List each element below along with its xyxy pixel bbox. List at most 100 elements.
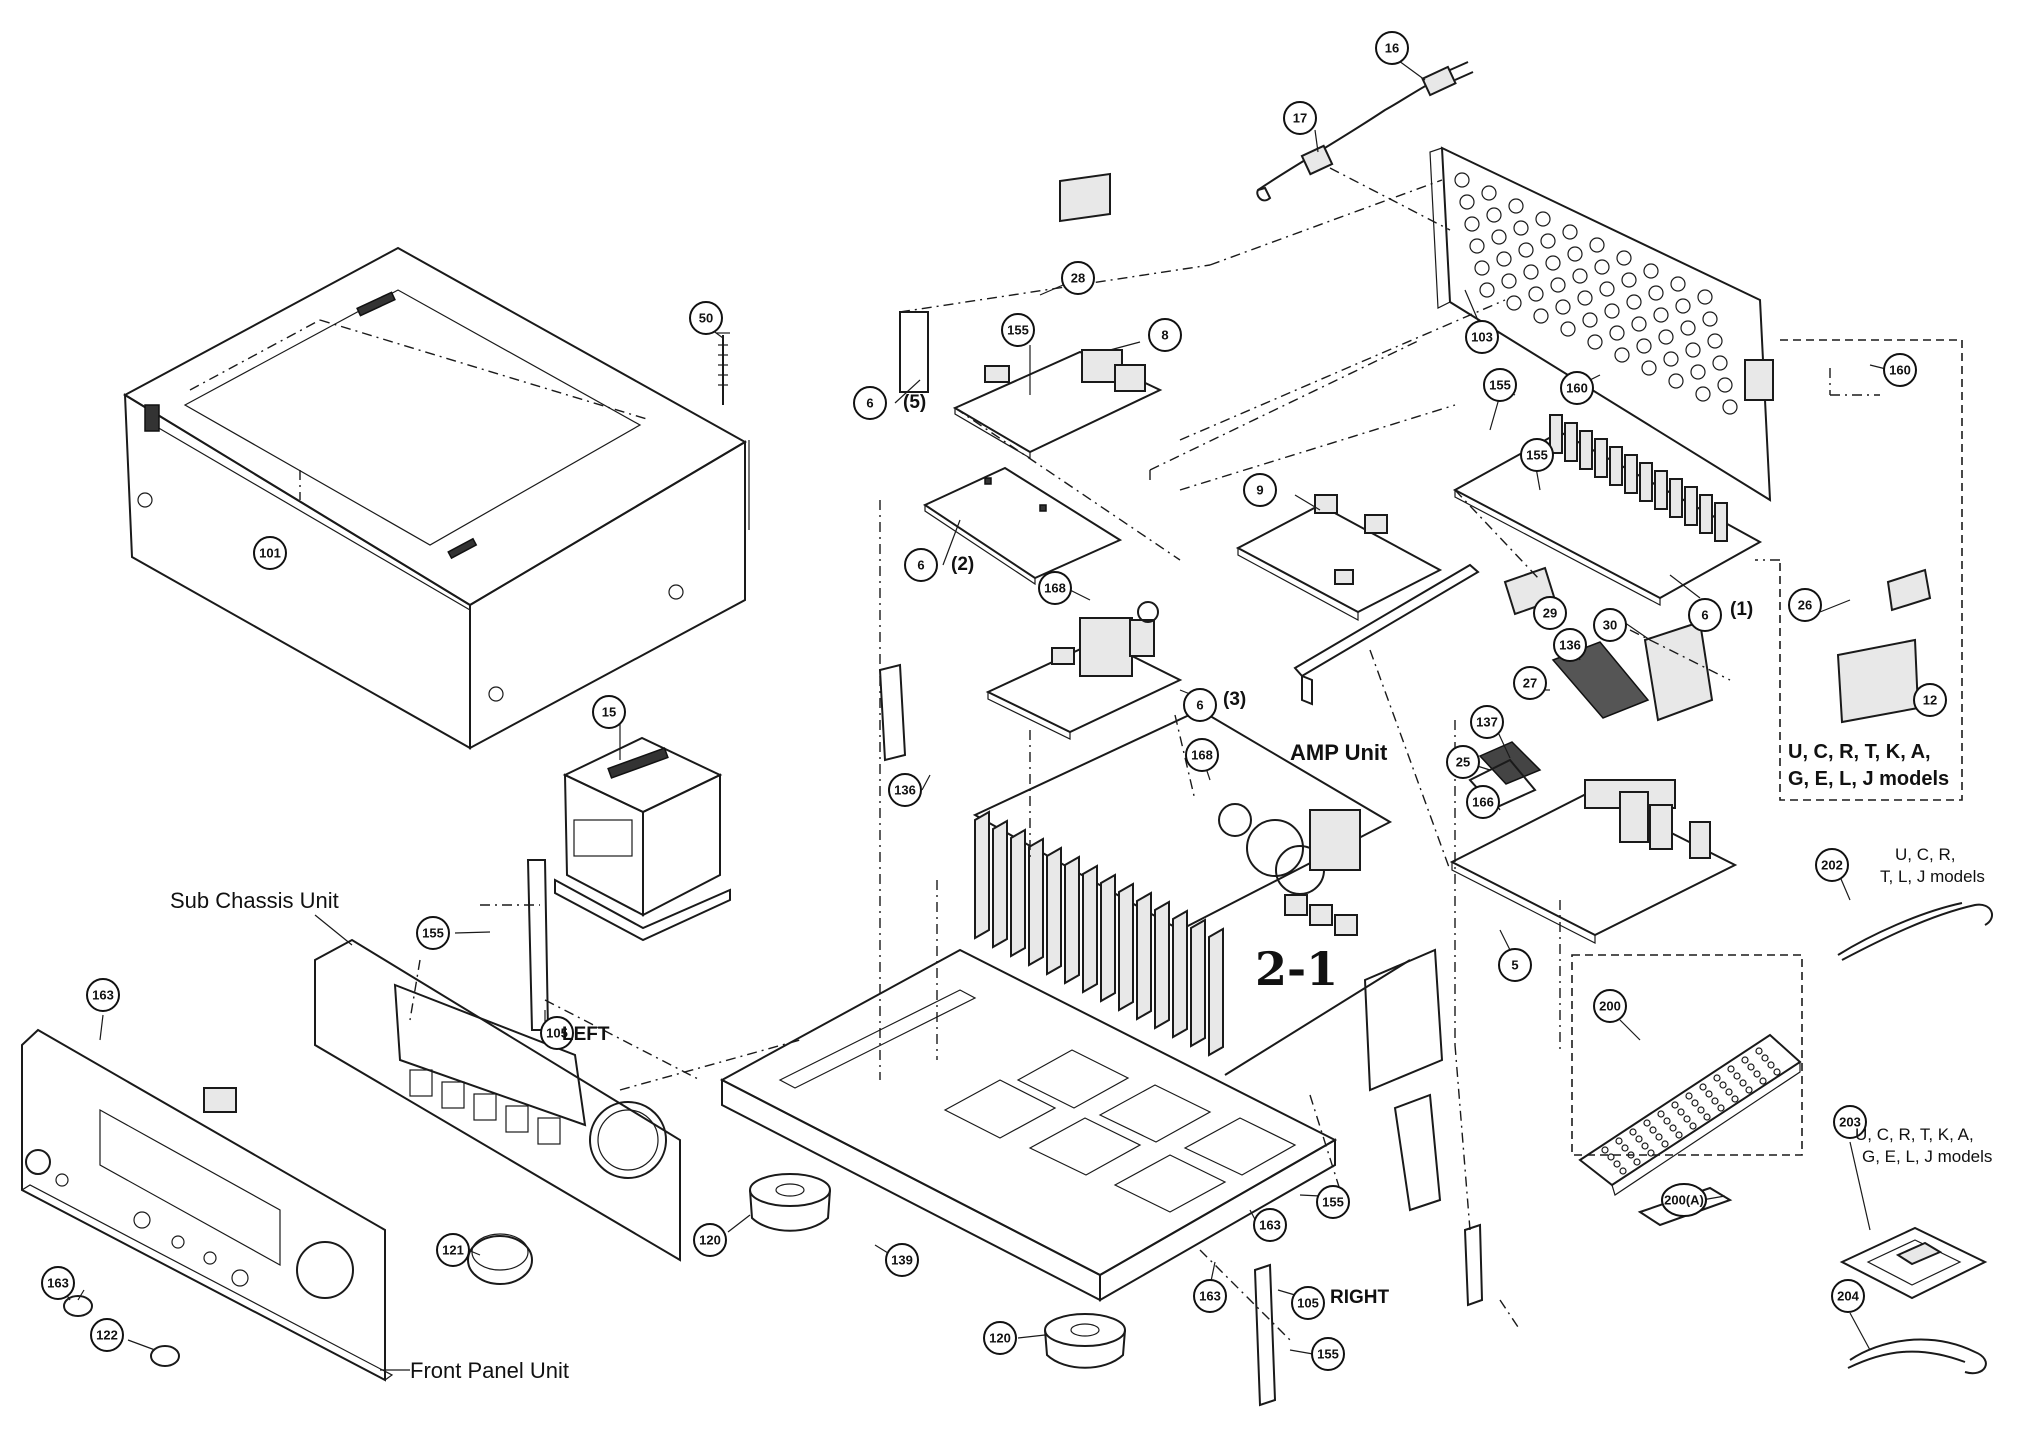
rear-panel [1429,146,1774,502]
transformer-15 [554,736,731,942]
part-203-note-line2: G, E, L, J models [1862,1147,1992,1166]
left-label: LEFT [562,1024,610,1045]
callout-number: 155 [1007,323,1029,338]
callout-number: 168 [1191,748,1213,763]
callout-number: 26 [1798,598,1812,613]
callout-120a: 120 [693,1223,727,1257]
cable-204 [1847,1338,1987,1375]
callout-155e: 155 [1316,1185,1350,1219]
labels: AMP Unit Sub Chassis Unit Front Panel Un… [170,392,1992,1383]
part-6-1-suffix: (1) [1730,599,1753,620]
callout-155c: 155 [1520,438,1554,472]
callout-121: 121 [436,1233,470,1267]
callout-number: 204 [1837,1289,1859,1304]
callout-number: 155 [1317,1347,1339,1362]
callout-number: 29 [1543,606,1557,621]
callout-25: 25 [1446,745,1480,779]
callout-number: 136 [894,783,916,798]
callout-29: 29 [1533,596,1567,630]
board-6-2 [922,466,1123,586]
misc-brackets [878,663,1484,1307]
foot-120-b [1044,1313,1126,1369]
callout-163d: 163 [41,1266,75,1300]
callout-155b: 155 [1483,368,1517,402]
sub-chassis-unit-label: Sub Chassis Unit [170,888,339,913]
callout-155d: 155 [416,916,450,950]
callout-120b: 120 [983,1321,1017,1355]
callout-number: 28 [1071,271,1085,286]
callout-166: 166 [1466,785,1500,819]
callout-6-2: 6 [904,548,938,582]
callout-number: 105 [546,1026,568,1041]
callout-number: 12 [1923,693,1937,708]
callout-105l: 105 [540,1016,574,1050]
callout-number: 103 [1471,330,1493,345]
screw-50 [716,332,730,405]
callout-15: 15 [592,695,626,729]
callout-122: 122 [90,1318,124,1352]
callout-number: 163 [47,1276,69,1291]
callout-160a: 160 [1560,371,1594,405]
callout-5: 5 [1498,948,1532,982]
part-202-note-line2: T, L, J models [1880,867,1985,886]
antenna-203 [1839,1226,1988,1300]
callout-number: 121 [442,1243,464,1258]
board-5 [1449,779,1738,944]
callout-number: 202 [1821,858,1843,873]
callout-30: 30 [1593,608,1627,642]
box-12-note-line2: G, E, L, J models [1788,768,1949,790]
callout-6-5: 6 [853,386,887,420]
knob-121 [467,1233,533,1285]
part-6-2-suffix: (2) [951,554,974,575]
board-6-3 [985,601,1183,740]
callout-155f: 155 [1311,1337,1345,1371]
callout-160b: 160 [1883,353,1917,387]
callout-number: 137 [1476,715,1498,730]
callout-155a: 155 [1001,313,1035,347]
callout-number: 155 [422,926,444,941]
callout-number: 160 [1889,363,1911,378]
callout-number: 25 [1456,755,1470,770]
callout-17: 17 [1283,101,1317,135]
part-203-note-line1: U, C, R, T, K, A, [1855,1125,1974,1144]
callout-number: 5 [1511,958,1518,973]
main-chassis [719,948,1338,1302]
knob-122 [63,1295,180,1367]
power-cord [1256,61,1474,231]
callout-number: 136 [1559,638,1581,653]
callout-163b: 163 [1253,1208,1287,1242]
callout-8: 8 [1148,318,1182,352]
sub-chassis [314,938,681,1262]
board-6-1 [1452,414,1763,606]
callout-28: 28 [1061,261,1095,295]
callout-number: 155 [1526,448,1548,463]
callout-12: 12 [1913,683,1947,717]
callout-203: 203 [1833,1105,1867,1139]
callout-number: 160 [1566,381,1588,396]
callout-number: 200 [1599,999,1621,1014]
callout-200a: 200(A) [1661,1183,1707,1217]
callout-50: 50 [689,301,723,335]
part-202-note-line1: U, C, R, [1895,845,1955,864]
callout-163c: 163 [1193,1279,1227,1313]
callout-number: 27 [1523,676,1537,691]
bracket-105-left [526,859,550,1031]
callout-27: 27 [1513,666,1547,700]
board-6-5 [899,172,1163,460]
part-6-3-suffix: (3) [1223,689,1246,710]
callout-136a: 136 [1553,628,1587,662]
callout-137: 137 [1470,705,1504,739]
callout-number: 122 [96,1328,118,1343]
callout-number: 163 [1199,1289,1221,1304]
callout-6-3: 6 [1183,688,1217,722]
callout-101: 101 [253,536,287,570]
right-label: RIGHT [1330,1287,1390,1308]
callout-number: 163 [1259,1218,1281,1233]
callout-105r: 105 [1291,1286,1325,1320]
foot-120-a [749,1173,831,1232]
strips [1468,641,1650,810]
board-9 [1235,494,1443,622]
callout-number: 6 [1701,608,1708,623]
callout-number: 6 [1196,698,1203,713]
callout-6-1: 6 [1688,598,1722,632]
